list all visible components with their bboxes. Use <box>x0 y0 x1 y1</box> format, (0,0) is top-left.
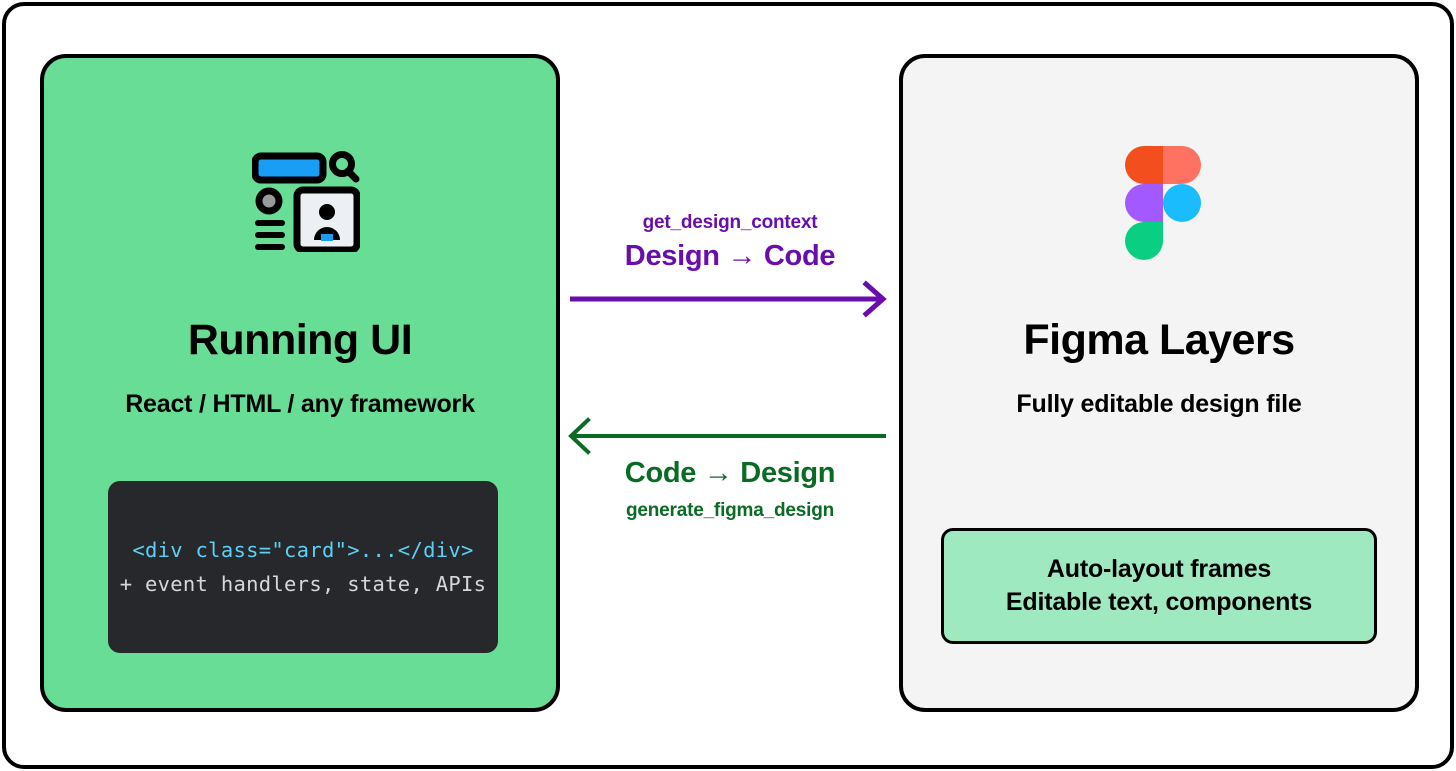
callout-line-editable-text: Editable text, components <box>1005 588 1313 616</box>
ui-wireframe-icon <box>251 148 361 254</box>
code-line-behavior: + event handlers, state, APIs <box>119 572 487 596</box>
code-snippet-block: <div class="card">...</div> + event hand… <box>108 481 498 653</box>
flow-tool-name-get-design-context: get_design_context <box>642 212 818 233</box>
panel-subtitle-figma-layers: Fully editable design file <box>1016 390 1302 418</box>
flow-label-design-to-code: Design → Code <box>624 240 836 272</box>
panel-figma-layers: Figma Layers Fully editable design file … <box>899 54 1419 712</box>
flow-label-code-to-design: Code → Design <box>624 457 836 489</box>
arrow-code-to-design <box>568 417 886 455</box>
panel-title-running-ui: Running UI <box>187 316 413 364</box>
panel-running-ui: Running UI React / HTML / any framework … <box>40 54 560 712</box>
code-line-markup: <div class="card">...</div> <box>132 538 474 562</box>
arrow-design-to-code <box>570 280 887 318</box>
figma-features-callout: Auto-layout frames Editable text, compon… <box>941 528 1377 644</box>
flow-tool-name-generate-figma-design: generate_figma_design <box>625 500 835 521</box>
flow-arrows-group: get_design_context Design → Code Code → … <box>560 54 900 712</box>
panel-subtitle-running-ui: React / HTML / any framework <box>125 390 475 418</box>
figma-logo-icon <box>1125 146 1201 260</box>
callout-line-auto-layout: Auto-layout frames <box>1046 555 1272 583</box>
panel-title-figma-layers: Figma Layers <box>1023 316 1295 364</box>
